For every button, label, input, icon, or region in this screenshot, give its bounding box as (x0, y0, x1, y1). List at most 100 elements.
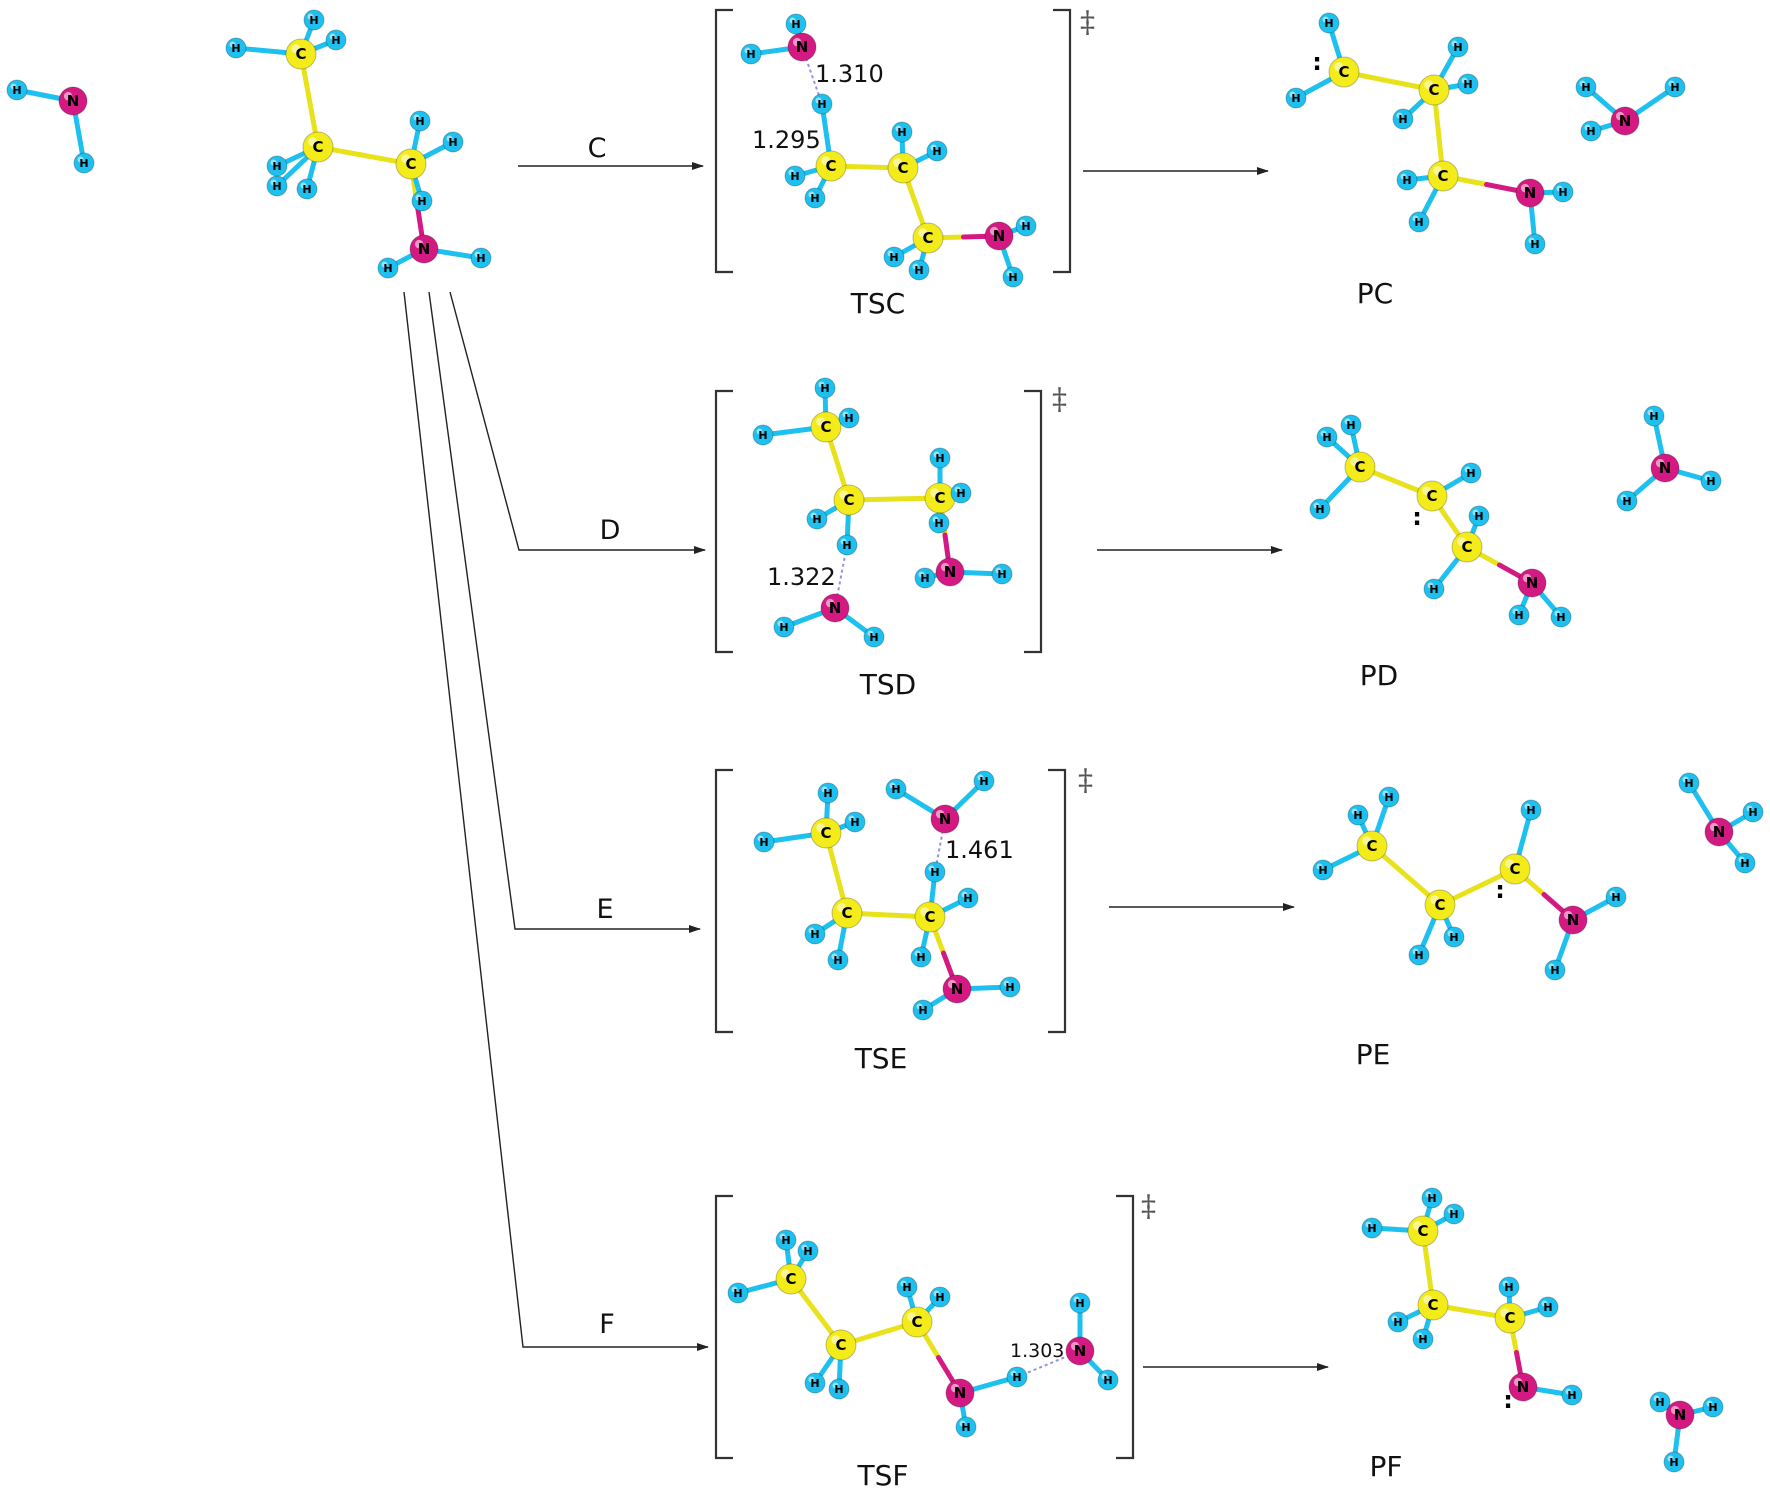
reactant-propylamine-atom-symbol-1: C (312, 138, 323, 156)
ts-molecule-tsd-highlight-15 (777, 620, 784, 627)
product-molecule-pe-atom-symbol-11: H (1550, 964, 1559, 977)
ts-molecule-tsc-highlight-11 (930, 144, 937, 151)
product-molecule-pd-atom-symbol-7: H (1466, 467, 1475, 480)
product-molecule-pc-atom-symbol-0: C (1338, 63, 1349, 81)
product-molecule-pf-atom-symbol-7: H (1393, 1316, 1402, 1329)
product-label-pf: PF (1370, 1450, 1403, 1483)
reactant-ammonia-radical-atom-symbol-1: H (12, 84, 21, 97)
reactant-ammonia-radical-atom-symbol-2: H (79, 157, 88, 170)
product-molecule-pc-atom-symbol-6: H (1453, 41, 1462, 54)
ts-molecule-tsd-atom-symbol-2: C (934, 489, 945, 507)
ts-molecule-tse-atom-symbol-6: H (823, 787, 832, 800)
ts-molecule-tsf-highlight-10 (808, 1376, 815, 1383)
ts-molecule-tse-highlight-6 (821, 786, 828, 793)
ts-molecule-tsd-bond-1 (846, 495, 943, 503)
product-molecule-pc-highlight-11 (1556, 185, 1563, 192)
product-molecule-pd-highlight-13 (1647, 409, 1654, 416)
product-molecule-pe-atom-symbol-1: C (1434, 896, 1445, 914)
product-molecule-pc-highlight-16 (1668, 80, 1675, 87)
ts-molecule-tse-atom-symbol-7: H (759, 836, 768, 849)
product-molecule-pd-atom-symbol-3: N (1526, 574, 1539, 592)
ts-molecule-tsd-highlight-9 (810, 512, 817, 519)
ts-molecule-tsd-highlight-6 (818, 381, 825, 388)
ts-molecule-tsd-highlight-3 (940, 562, 950, 572)
ts-molecule-tsd-atom-symbol-1: C (843, 491, 854, 509)
product-molecule-pc-atom-symbol-9: H (1402, 174, 1411, 187)
product-molecule-pd-lone-pair-0: : (1412, 503, 1422, 531)
product-molecule-pc-highlight-1 (1424, 80, 1434, 90)
ts-molecule-tse-highlight-8 (848, 815, 855, 822)
product-molecule-pd-atom-symbol-8: H (1474, 510, 1483, 523)
ts-molecule-tse-atom-symbol-12: H (916, 951, 925, 964)
ts-molecule-tsc-highlight-0 (792, 37, 802, 47)
product-molecule-pe-highlight-7 (1412, 948, 1419, 955)
ts-molecule-tse-atom-symbol-13: H (918, 1004, 927, 1017)
product-molecule-pc-highlight-10 (1412, 215, 1419, 222)
product-molecule-pf-highlight-2 (1500, 1308, 1510, 1318)
ts-molecule-tsc-highlight-6 (789, 17, 796, 24)
ts-molecule-tsd-atom-symbol-16: H (869, 631, 878, 644)
ts-molecule-tse-atom-symbol-5: H (930, 866, 939, 879)
product-molecule-pc-atom-symbol-12: H (1530, 238, 1539, 251)
reactant-propylamine-highlight-9 (300, 182, 307, 189)
ts-molecule-tsc-atom-symbol-5: N (993, 227, 1006, 245)
ts-molecule-tsf-atom-symbol-3: N (954, 1384, 967, 1402)
product-molecule-pc-atom-symbol-16: H (1670, 81, 1679, 94)
ts-molecule-tse-atom-symbol-10: H (833, 954, 842, 967)
product-molecule-pd-atom-symbol-0: C (1354, 458, 1365, 476)
product-molecule-pc-atom-symbol-11: H (1558, 186, 1567, 199)
product-molecule-pc-highlight-0 (1334, 62, 1344, 72)
product-molecule-pe-bond-0 (1369, 843, 1443, 908)
product-molecule-pe-atom-symbol-2: C (1509, 860, 1520, 878)
ts-molecule-tsd-atom-symbol-7: H (758, 429, 767, 442)
product-molecule-pd-highlight-7 (1464, 466, 1471, 473)
product-molecule-pc-highlight-3 (1520, 183, 1530, 193)
product-molecule-pc-atom-symbol-8: H (1398, 113, 1407, 126)
product-molecule-pe-highlight-11 (1548, 963, 1555, 970)
product-molecule-pd-highlight-0 (1350, 457, 1360, 467)
ts-molecule-tse-highlight-4 (935, 809, 945, 819)
ts-molecule-tsd-highlight-14 (995, 567, 1002, 574)
bracket-right-tsc (1053, 8, 1072, 274)
reactant-propylamine-highlight-8 (270, 159, 277, 166)
product-molecule-pc-highlight-15 (1584, 124, 1591, 131)
product-molecule-pd-highlight-4 (1344, 418, 1351, 425)
product-molecule-pe-highlight-6 (1316, 863, 1323, 870)
ts-molecule-tsf-atom-symbol-10: H (810, 1377, 819, 1390)
ts-molecule-tsc-atom-symbol-14: H (1021, 220, 1030, 233)
product-molecule-pe-highlight-13 (1682, 776, 1689, 783)
product-molecule-pd-highlight-9 (1427, 582, 1434, 589)
product-molecule-pc-lone-pair-0: : (1312, 48, 1322, 76)
ts-molecule-tsf-atom-symbol-6: H (781, 1234, 790, 1247)
ts-molecule-tsd-atom-symbol-14: H (997, 568, 1006, 581)
product-molecule-pd-atom-symbol-15: H (1706, 475, 1715, 488)
product-molecule-pf-highlight-9 (1502, 1280, 1509, 1287)
ts-molecule-tse-atom-symbol-4: N (939, 810, 952, 828)
ts-molecule-tsd-highlight-4 (825, 598, 835, 608)
ts-molecule-tsc-atom-symbol-3: C (897, 159, 908, 177)
ts-molecule-tsd-highlight-0 (816, 417, 826, 427)
ts-molecule-tse-atom-symbol-11: H (963, 892, 972, 905)
ts-molecule-tsd-atom-symbol-0: C (820, 418, 831, 436)
reactant-propylamine-atom-symbol-2: C (405, 155, 416, 173)
ts-molecule-tsc-atom-symbol-9: H (810, 192, 819, 205)
arrows (403, 162, 1329, 1371)
reactant-propylamine-highlight-2 (401, 154, 411, 164)
product-molecule-pf-highlight-12 (1670, 1405, 1680, 1415)
product-molecule-pe-atom-symbol-5: H (1353, 809, 1362, 822)
ts-molecule-tsd-highlight-7 (756, 428, 763, 435)
product-molecule-pf-highlight-8 (1416, 1332, 1423, 1339)
distance-labels: 1.310 1.295 1.322 1.461 1.303 (752, 60, 1064, 1362)
product-molecule-pe-highlight-2 (1505, 859, 1515, 869)
pathway-label-f: F (599, 1309, 615, 1340)
ts-molecule-tsc-atom-symbol-15: H (1008, 271, 1017, 284)
product-label-pd: PD (1360, 659, 1398, 692)
ts-molecule-tsd-highlight-5 (840, 538, 847, 545)
ts-molecule-tsc-atom-symbol-1: H (817, 98, 826, 111)
